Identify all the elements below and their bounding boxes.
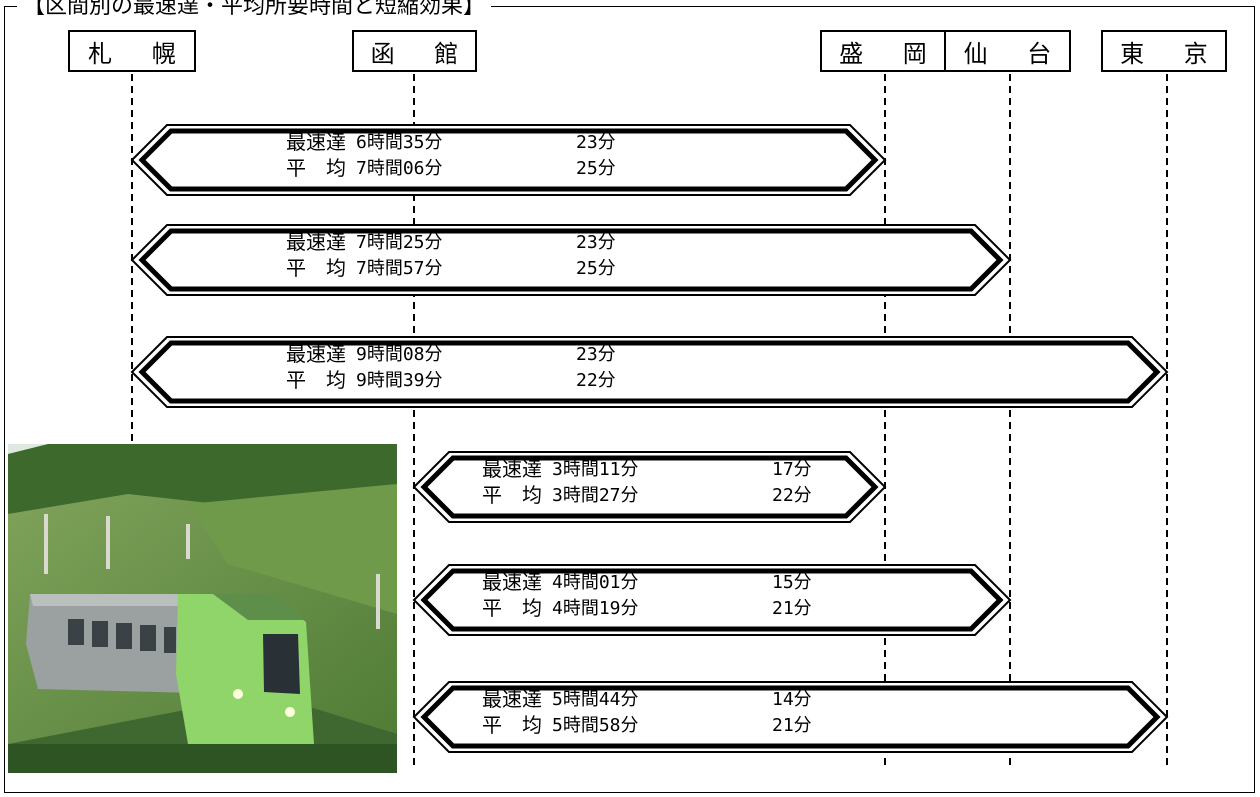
segment-arrow-4 — [412, 451, 887, 523]
fastest-saving: 23分 — [576, 232, 616, 253]
average-time: 3時間27分 — [552, 485, 639, 506]
segment-arrow-5 — [412, 564, 1012, 636]
average-saving: 22分 — [772, 485, 812, 506]
average-label: 平 均 — [482, 713, 542, 737]
average-label: 平 均 — [286, 256, 346, 280]
average-saving: 21分 — [772, 715, 812, 736]
fastest-saving: 17分 — [772, 459, 812, 480]
fastest-time: 6時間35分 — [356, 132, 443, 153]
fastest-label: 最速達 — [482, 457, 542, 481]
fastest-time: 4時間01分 — [552, 572, 639, 593]
diagram-frame: 【区間別の最速達・平均所要時間と短縮効果】 — [4, 0, 1255, 793]
average-saving: 21分 — [772, 598, 812, 619]
segment-arrow-6 — [412, 681, 1169, 753]
station-sendai: 仙 台 — [944, 30, 1071, 72]
average-saving: 25分 — [576, 258, 616, 279]
segment-arrow-2 — [130, 224, 1012, 296]
average-time: 9時間39分 — [356, 370, 443, 391]
average-label: 平 均 — [286, 368, 346, 392]
fastest-label: 最速達 — [286, 230, 346, 254]
average-saving: 22分 — [576, 370, 616, 391]
average-label: 平 均 — [286, 156, 346, 180]
fastest-time: 5時間44分 — [552, 689, 639, 710]
average-label: 平 均 — [482, 483, 542, 507]
train-photo — [8, 444, 397, 773]
fastest-time: 7時間25分 — [356, 232, 443, 253]
average-time: 4時間19分 — [552, 598, 639, 619]
fastest-saving: 14分 — [772, 689, 812, 710]
fastest-label: 最速達 — [286, 130, 346, 154]
fastest-label: 最速達 — [482, 687, 542, 711]
fastest-saving: 15分 — [772, 572, 812, 593]
segment-arrow-1 — [130, 124, 887, 196]
fastest-saving: 23分 — [576, 344, 616, 365]
average-time: 5時間58分 — [552, 715, 639, 736]
average-label: 平 均 — [482, 596, 542, 620]
segment-arrow-3 — [130, 336, 1169, 408]
fastest-saving: 23分 — [576, 132, 616, 153]
station-sapporo: 札 幌 — [68, 30, 196, 72]
average-saving: 25分 — [576, 158, 616, 179]
fastest-time: 3時間11分 — [552, 459, 639, 480]
diagram-title: 【区間別の最速達・平均所要時間と短縮効果】 — [17, 0, 492, 19]
fastest-label: 最速達 — [482, 570, 542, 594]
average-time: 7時間06分 — [356, 158, 443, 179]
station-tokyo: 東 京 — [1101, 30, 1227, 72]
fastest-time: 9時間08分 — [356, 344, 443, 365]
station-hakodate: 函 館 — [352, 30, 477, 72]
average-time: 7時間57分 — [356, 258, 443, 279]
segment-arrows — [130, 124, 1169, 753]
fastest-label: 最速達 — [286, 342, 346, 366]
